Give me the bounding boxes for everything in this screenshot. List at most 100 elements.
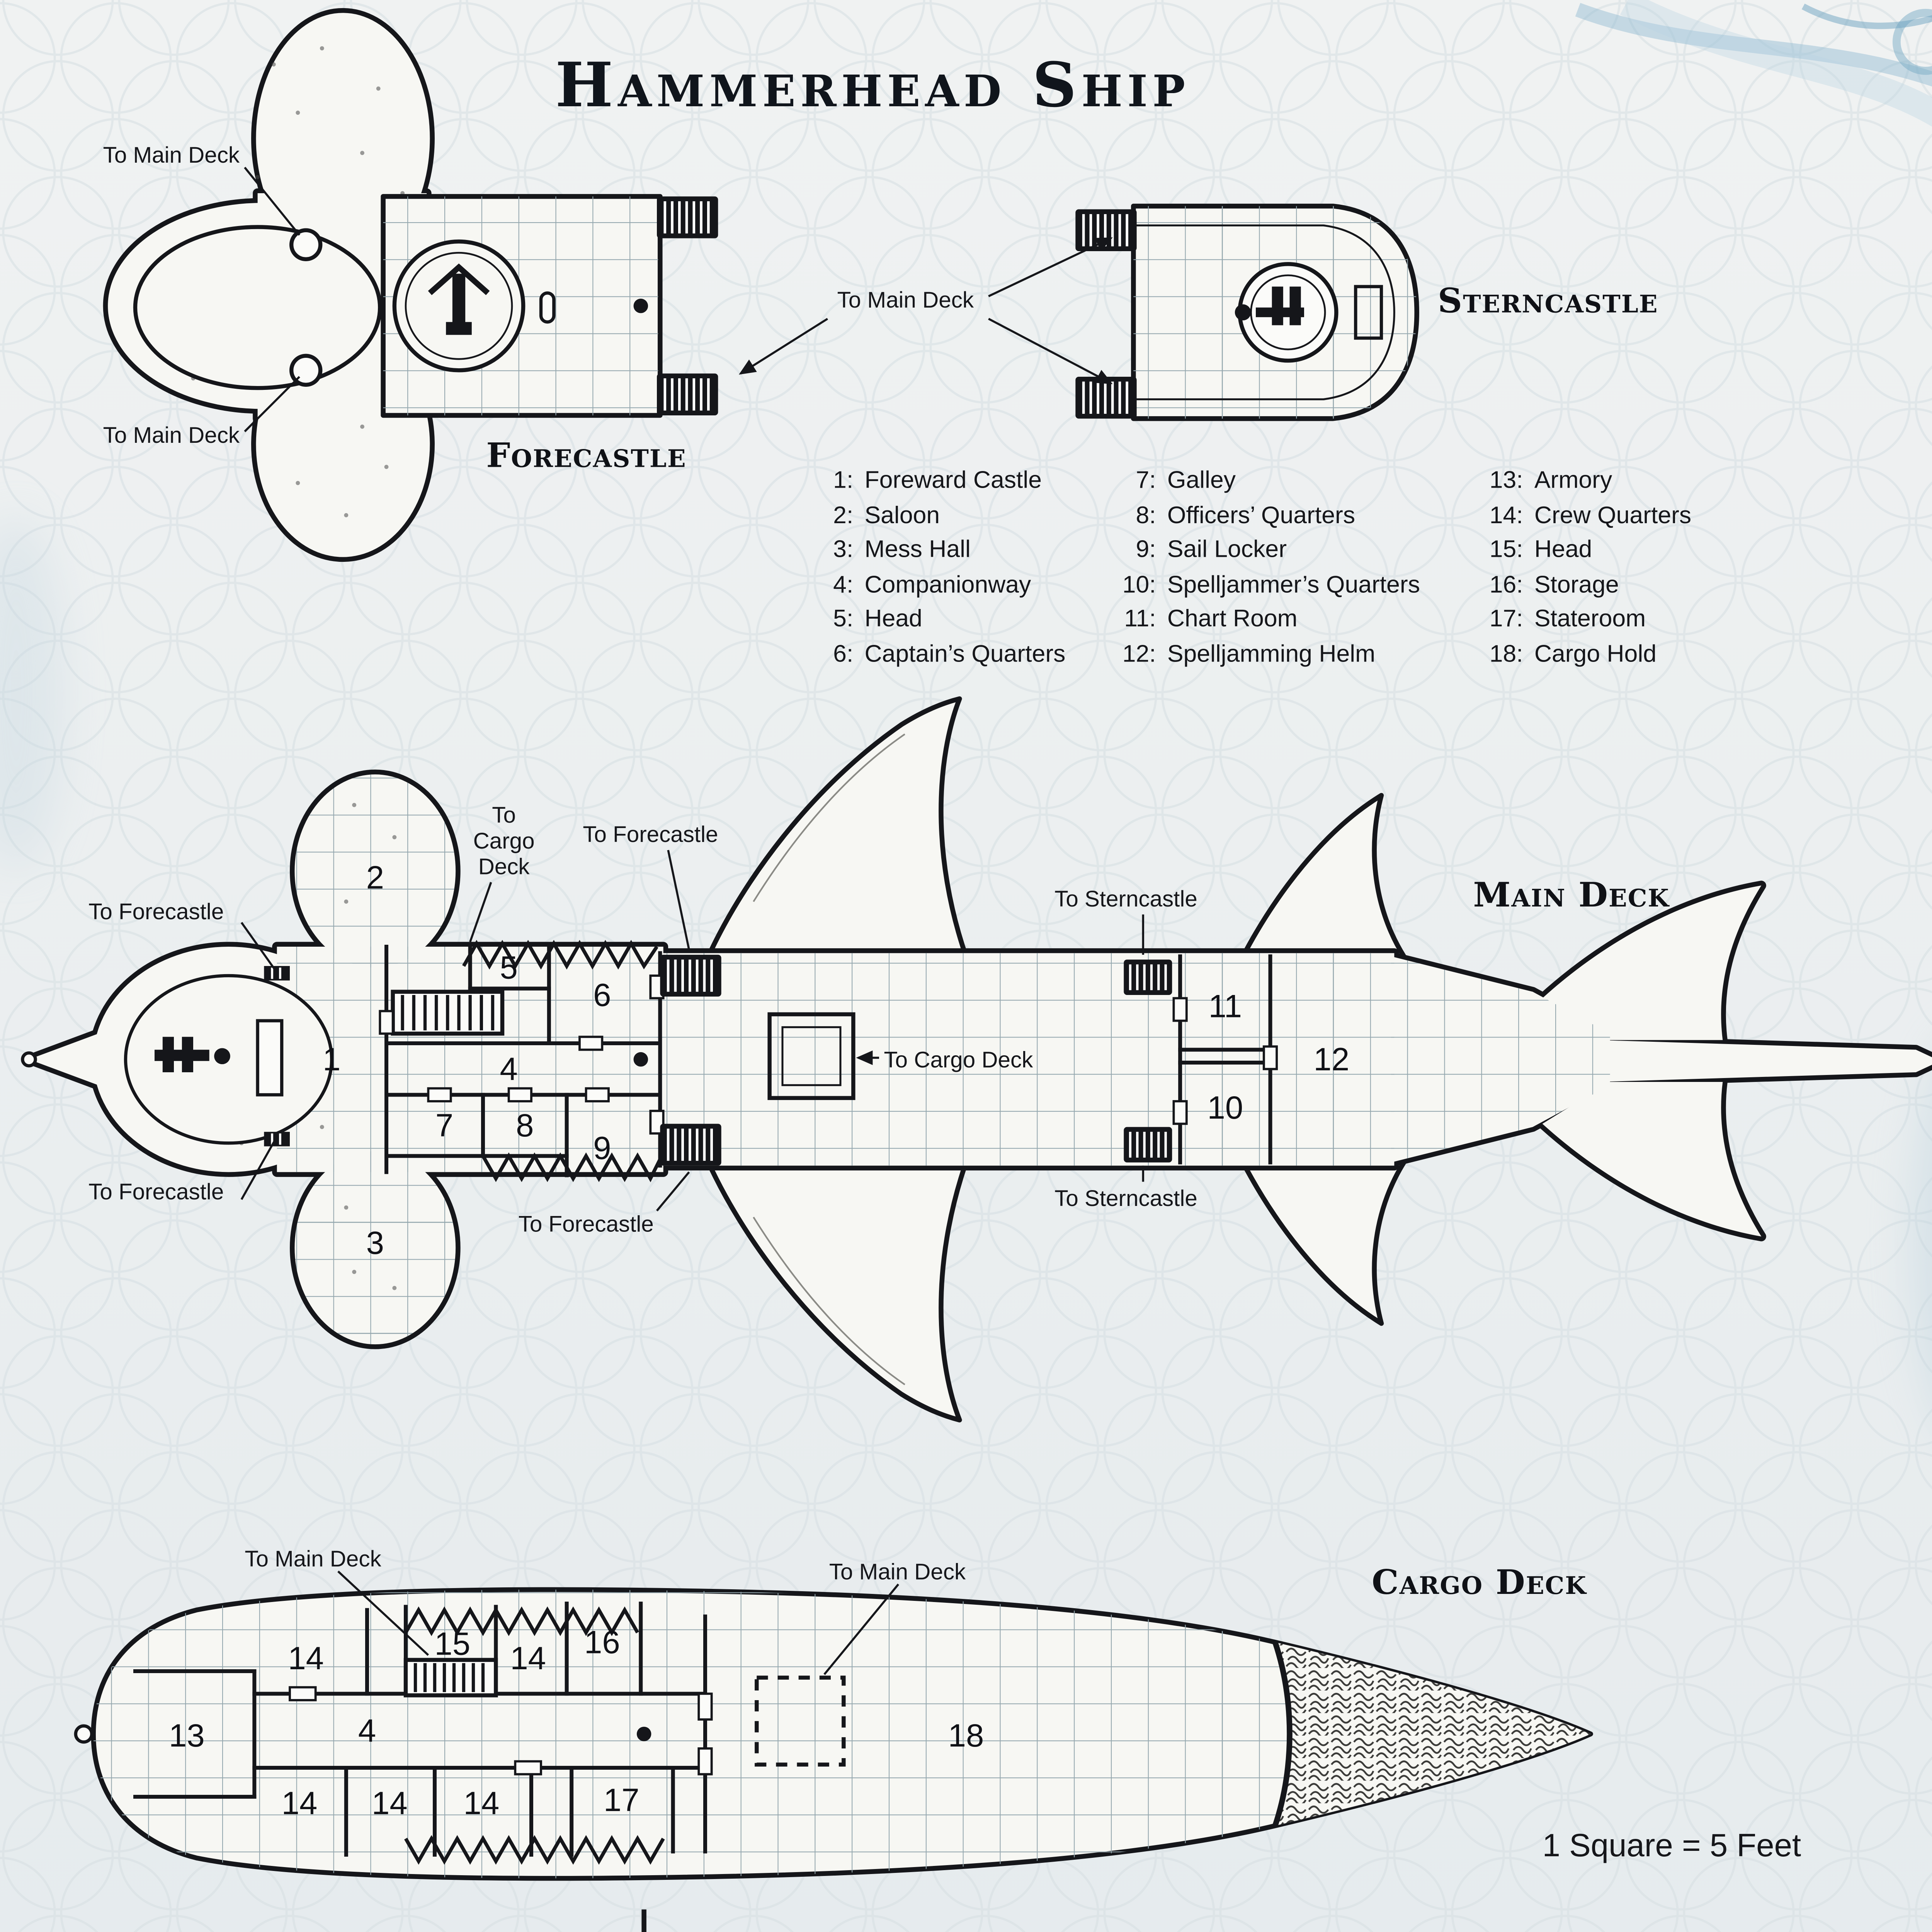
room-number-10: 10 bbox=[1207, 1090, 1243, 1126]
companionway-ladder bbox=[406, 1660, 496, 1696]
room-number-14: 14 bbox=[372, 1785, 408, 1821]
legend-item: 16:Storage bbox=[1478, 568, 1691, 602]
legend-label: Saloon bbox=[864, 501, 940, 529]
heading-main-deck: Main Deck bbox=[1473, 874, 1670, 915]
room-number-17: 17 bbox=[604, 1782, 639, 1818]
legend-item: 13:Armory bbox=[1478, 464, 1691, 498]
room-number-12: 12 bbox=[1313, 1041, 1349, 1077]
mast-dot bbox=[633, 298, 648, 313]
room-number-3: 3 bbox=[366, 1225, 384, 1261]
sawtooth-edge-top bbox=[462, 940, 658, 970]
room-number-14: 14 bbox=[282, 1785, 318, 1821]
stair-hatch bbox=[1075, 377, 1136, 418]
label-to-sterncastle: To Sterncastle bbox=[1054, 1185, 1197, 1211]
room-number-1: 1 bbox=[323, 1041, 340, 1077]
page-title: Hammerhead Ship bbox=[555, 48, 1190, 121]
legend-label: Storage bbox=[1534, 571, 1619, 598]
corner-swirl-decoration bbox=[1575, 0, 1932, 127]
label-to-sterncastle: To Sterncastle bbox=[1054, 885, 1197, 912]
legend-item: 4: Companionway bbox=[808, 568, 1066, 602]
watercolor-blobs bbox=[0, 515, 1932, 1396]
main-deck-hatch-top bbox=[289, 228, 323, 262]
legend-num: 10: bbox=[1122, 571, 1156, 598]
room-number-11: 11 bbox=[1209, 988, 1242, 1024]
legend-item: 8: Officers’ Quarters bbox=[1111, 498, 1420, 533]
scale-note: 1 Square = 5 Feet bbox=[1542, 1829, 1801, 1864]
label-to-main-deck: To Main Deck bbox=[103, 422, 240, 448]
label-to-cargo-deck: To Cargo Deck bbox=[884, 1046, 1033, 1072]
legend-label: Companionway bbox=[864, 571, 1031, 598]
sterncastle-stair-hatch bbox=[1124, 959, 1172, 995]
room-number-14: 14 bbox=[463, 1785, 499, 1821]
legend-num: 17: bbox=[1489, 605, 1523, 633]
legend-item: 18:Cargo Hold bbox=[1478, 637, 1691, 672]
cargo-nose bbox=[1272, 1641, 1591, 1827]
label-to-main-deck: To Main Deck bbox=[829, 1558, 966, 1584]
legend-item: 3:Mess Hall bbox=[808, 533, 1066, 568]
legend-num: 1: bbox=[833, 467, 854, 495]
room-number-2: 2 bbox=[366, 859, 384, 895]
legend-label: Galley bbox=[1167, 467, 1236, 495]
helm-winch-icon bbox=[155, 1037, 230, 1072]
room-number-6: 6 bbox=[593, 977, 611, 1013]
legend-num: 12: bbox=[1122, 640, 1156, 668]
legend-item: 17:Stateroom bbox=[1478, 602, 1691, 637]
room-number-18: 18 bbox=[948, 1718, 984, 1753]
label-to: To bbox=[492, 802, 516, 828]
stair-hatch bbox=[657, 196, 718, 238]
legend-label: Cargo Hold bbox=[1534, 640, 1656, 668]
main-deck-hatch-dashed bbox=[755, 1675, 846, 1767]
cargo-doors bbox=[289, 1686, 713, 1776]
room-number-16: 16 bbox=[584, 1624, 620, 1660]
label-deck: Deck bbox=[478, 853, 530, 879]
legend-num: 14: bbox=[1489, 501, 1523, 529]
legend-item: 10:Spelljammer’s Quarters bbox=[1111, 568, 1420, 602]
legend-label: Armory bbox=[1534, 467, 1612, 495]
legend-item: 9: Sail Locker bbox=[1111, 533, 1420, 568]
room-number-9: 9 bbox=[593, 1130, 611, 1166]
mast-capsule bbox=[539, 291, 556, 324]
legend-label: Mess Hall bbox=[864, 536, 971, 564]
legend-label: Head bbox=[864, 605, 922, 633]
legend-num: 6: bbox=[833, 640, 854, 668]
cargo-room-numbers: 13 14 15 14 16 4 14 14 14 17 18 bbox=[169, 1624, 984, 1821]
legend-num: 15: bbox=[1489, 536, 1523, 564]
legend-item: 6:Captain’s Quarters bbox=[808, 637, 1065, 672]
head-edge-ticks bbox=[264, 966, 290, 1146]
label-to-forecastle: To Forecastle bbox=[518, 1211, 654, 1236]
legend-label: Crew Quarters bbox=[1534, 501, 1692, 529]
legend-item: 12: Spelljamming Helm bbox=[1111, 637, 1420, 672]
legend-label: Spelljamming Helm bbox=[1167, 640, 1376, 668]
legend-num: 8: bbox=[1136, 501, 1156, 529]
helm-bench bbox=[1354, 285, 1383, 340]
bow-knob bbox=[21, 1051, 37, 1068]
forecastle-stair-hatch bbox=[660, 1124, 721, 1165]
legend-label: Officers’ Quarters bbox=[1167, 501, 1355, 529]
label-to-main-deck: To Main Deck bbox=[245, 1545, 381, 1571]
room-number-15: 15 bbox=[434, 1626, 470, 1662]
legend-column-3: 13:Armory 14: Crew Quarters 15: Head 16:St… bbox=[1478, 464, 1691, 671]
companionway-ladder bbox=[393, 992, 502, 1034]
room-number-13: 13 bbox=[169, 1718, 205, 1753]
room-number-5: 5 bbox=[500, 950, 517, 986]
forecastle-stair-hatch bbox=[660, 955, 721, 997]
legend-item: 14: Crew Quarters bbox=[1478, 498, 1691, 533]
sterncastle-stair-hatch bbox=[1124, 1127, 1172, 1163]
forecastle-plan bbox=[103, 8, 718, 562]
room-number-4: 4 bbox=[500, 1051, 517, 1087]
legend-label: Sail Locker bbox=[1167, 536, 1287, 564]
legend-item: 7:Galley bbox=[1111, 464, 1420, 498]
sterncastle-plan bbox=[1075, 204, 1419, 421]
legend-label: Head bbox=[1534, 536, 1592, 564]
sawtooth-edge-bottom bbox=[404, 1835, 665, 1865]
main-deck-fins bbox=[706, 696, 1406, 1423]
main-deck-room-numbers: 2 5 6 1 4 7 8 9 3 11 10 12 bbox=[323, 859, 1349, 1261]
legend-num: 5: bbox=[833, 605, 854, 633]
ballista-icon bbox=[392, 239, 526, 372]
cargo-deck-hatch-inner bbox=[781, 1026, 842, 1086]
legend-num: 9: bbox=[1136, 536, 1156, 564]
legend-num: 4: bbox=[833, 571, 854, 598]
cargo-deck-plan: 13 14 15 14 16 4 14 14 14 17 18 bbox=[74, 1587, 1593, 1881]
stair-hatch bbox=[657, 374, 718, 415]
